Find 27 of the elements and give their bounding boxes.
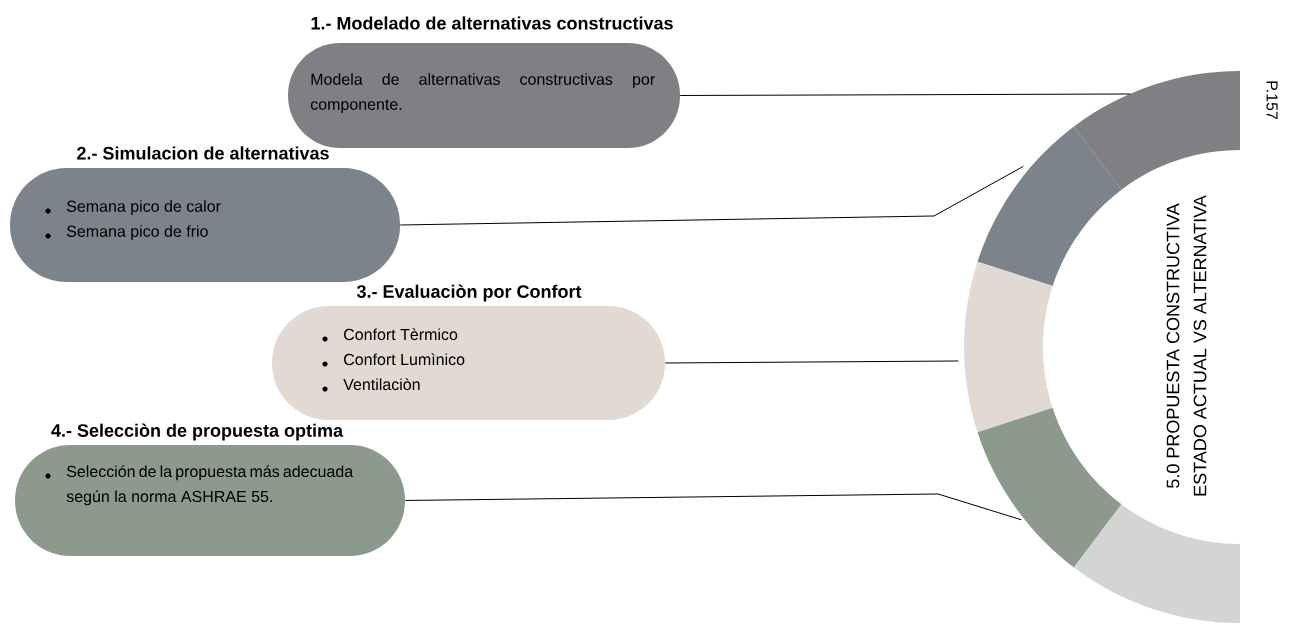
- ring-segment: [1073, 71, 1240, 190]
- bullet-item: Confort Lumìnico: [322, 353, 465, 367]
- ring-title: ESTADO ACTUAL VS ALTERNATIVA: [1193, 195, 1207, 496]
- connector-line: [679, 93, 1131, 96]
- connector-line: [404, 493, 1022, 521]
- process-pill: [288, 16, 680, 148]
- process-pill: [15, 423, 405, 556]
- page-number: P.157: [1266, 81, 1278, 120]
- step-heading: 4.- Selecciòn de propuesta optima: [51, 423, 344, 441]
- bullet-item: Semana pico de frio: [45, 225, 208, 241]
- process-pill: [272, 284, 665, 420]
- bullet-item: Semana pico de calor: [45, 200, 221, 216]
- ring-title: 5.0 PROPUESTA CONSTRUCTIVA: [1166, 203, 1180, 488]
- ring-segment: [977, 407, 1122, 568]
- bullet-item: Ventilaciòn: [322, 378, 420, 392]
- process-pill: [10, 146, 400, 282]
- bullet-item: Selección de la propuesta más adecuada según la norma ASHRAE 55.: [45, 465, 354, 506]
- step-heading: 2.- Simulacion de alternativas: [77, 146, 329, 160]
- step-heading: 1.- Modelado de alternativas constructivas: [311, 16, 673, 30]
- step-heading: 3.- Evaluaciòn por Confort: [356, 284, 582, 302]
- connector-line: [664, 360, 959, 364]
- ring-segment: [964, 261, 1053, 433]
- ring-segment: [1073, 504, 1240, 623]
- ring-segment: [977, 126, 1122, 287]
- description-text: Modela de alternativas constructivas por componente.: [310, 73, 655, 114]
- bullet-item: Confort Tèrmico: [322, 328, 458, 342]
- connector-line: [399, 165, 1024, 226]
